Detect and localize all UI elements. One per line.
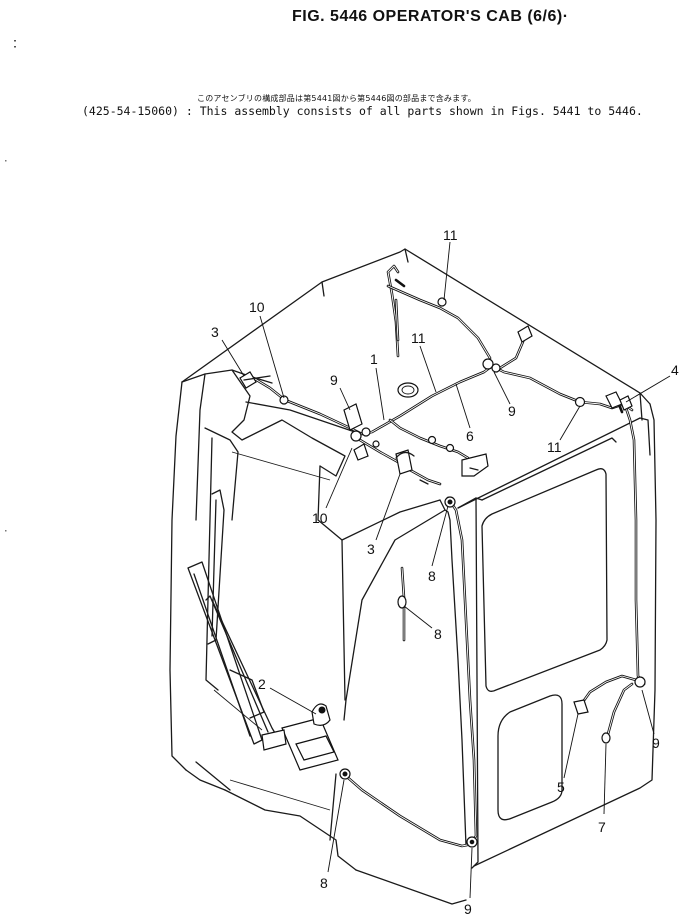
callout-11-mid: 11	[411, 330, 426, 346]
callout-8-bottom: 8	[320, 875, 328, 891]
callout-3-left: 3	[211, 324, 219, 340]
figure-title: FIG. 5446 OPERATOR'S CAB (6/6)·	[292, 8, 569, 25]
callout-9-right-pillar: 9	[652, 735, 660, 751]
callout-11-right: 11	[547, 439, 562, 455]
leader-lines	[221, 241, 671, 899]
callout-6: 6	[466, 428, 474, 444]
wiper-motor-part-2	[261, 703, 339, 771]
callout-8-mid: 8	[434, 626, 442, 642]
wiper-assembly	[187, 489, 279, 745]
cab-body	[169, 248, 657, 905]
callout-10-lower: 10	[312, 510, 328, 526]
callout-5: 5	[557, 779, 565, 795]
callout-7: 7	[598, 819, 606, 835]
callout-1: 1	[370, 351, 378, 367]
scan-specks	[5, 40, 16, 532]
callout-9-relay: 9	[330, 372, 338, 388]
callout-9-top-right: 9	[508, 403, 516, 419]
callout-9-bottom: 9	[464, 901, 472, 915]
assembly-note-japanese: このアセンブリの構成部品は第5441図から第5446図の部品まで含みます。	[197, 94, 476, 103]
assembly-note-english: (425-54-15060) : This assembly consists …	[82, 104, 643, 118]
callout-numbers: 11 10 3 1 9 11 6 9 4 11 10 3 8 8 2 5 9 7…	[211, 227, 679, 915]
callout-3-lower: 3	[367, 541, 375, 557]
callout-2: 2	[258, 676, 266, 692]
callout-11-top: 11	[443, 227, 458, 243]
harness-components	[239, 297, 646, 848]
callout-10-left: 10	[249, 299, 265, 315]
callout-4: 4	[671, 362, 679, 378]
callout-8-pillar-top: 8	[428, 568, 436, 584]
